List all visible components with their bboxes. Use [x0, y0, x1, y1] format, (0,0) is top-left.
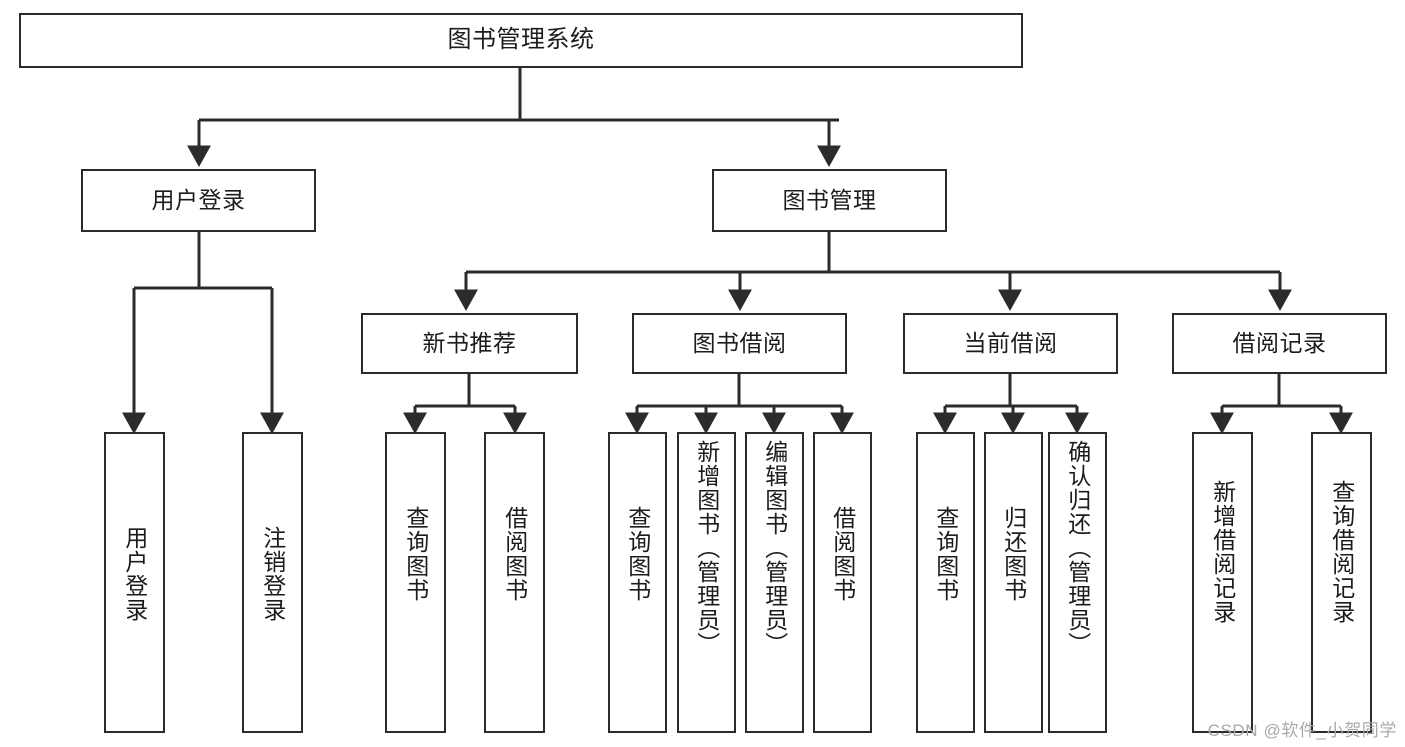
- node-current-borrow[interactable]: 当前借阅: [903, 313, 1118, 374]
- leaf-add-book-admin[interactable]: 新增图书（管理员）: [677, 432, 736, 733]
- leaf-label: 查询借阅记录: [1328, 480, 1355, 624]
- leaf-label: 编辑图书（管理员）: [761, 440, 788, 656]
- leaf-label: 查询图书: [402, 506, 429, 602]
- node-borrow-record[interactable]: 借阅记录: [1172, 313, 1387, 374]
- leaf-query-book-current[interactable]: 查询图书: [916, 432, 975, 733]
- node-label: 图书借阅: [692, 329, 787, 356]
- leaf-edit-book-admin[interactable]: 编辑图书（管理员）: [745, 432, 804, 733]
- node-user-login[interactable]: 用户登录: [81, 169, 316, 232]
- node-label: 用户登录: [151, 186, 246, 213]
- watermark: CSDN @软件_小贺同学: [1207, 721, 1397, 740]
- leaf-add-borrow-record[interactable]: 新增借阅记录: [1192, 432, 1253, 733]
- node-book-management[interactable]: 图书管理: [712, 169, 947, 232]
- node-book-borrow[interactable]: 图书借阅: [632, 313, 847, 374]
- leaf-label: 查询图书: [624, 506, 651, 602]
- leaf-confirm-return-admin[interactable]: 确认归还（管理员）: [1048, 432, 1107, 733]
- node-label: 新书推荐: [422, 329, 517, 356]
- leaf-label: 借阅图书: [829, 506, 856, 602]
- leaf-label: 注销登录: [259, 526, 286, 622]
- leaf-return-book[interactable]: 归还图书: [984, 432, 1043, 733]
- node-root-system[interactable]: 图书管理系统: [19, 13, 1023, 68]
- leaf-label: 归还图书: [1000, 506, 1027, 602]
- leaf-label: 新增借阅记录: [1209, 480, 1236, 624]
- leaf-label: 查询图书: [932, 506, 959, 602]
- node-label: 图书管理: [782, 186, 877, 213]
- leaf-query-book-recommend[interactable]: 查询图书: [385, 432, 446, 733]
- leaf-borrow-book[interactable]: 借阅图书: [813, 432, 872, 733]
- leaf-label: 新增图书（管理员）: [693, 440, 720, 656]
- leaf-logout[interactable]: 注销登录: [242, 432, 303, 733]
- node-label: 借阅记录: [1232, 329, 1327, 356]
- node-label: 图书管理系统: [447, 26, 595, 54]
- leaf-borrow-book-recommend[interactable]: 借阅图书: [484, 432, 545, 733]
- node-new-book-recommend[interactable]: 新书推荐: [361, 313, 578, 374]
- leaf-query-book-borrow[interactable]: 查询图书: [608, 432, 667, 733]
- leaf-label: 确认归还（管理员）: [1064, 440, 1091, 656]
- leaf-user-login[interactable]: 用户登录: [104, 432, 165, 733]
- leaf-query-borrow-record[interactable]: 查询借阅记录: [1311, 432, 1372, 733]
- node-label: 当前借阅: [963, 329, 1058, 356]
- leaf-label: 借阅图书: [501, 506, 528, 602]
- leaf-label: 用户登录: [121, 526, 148, 622]
